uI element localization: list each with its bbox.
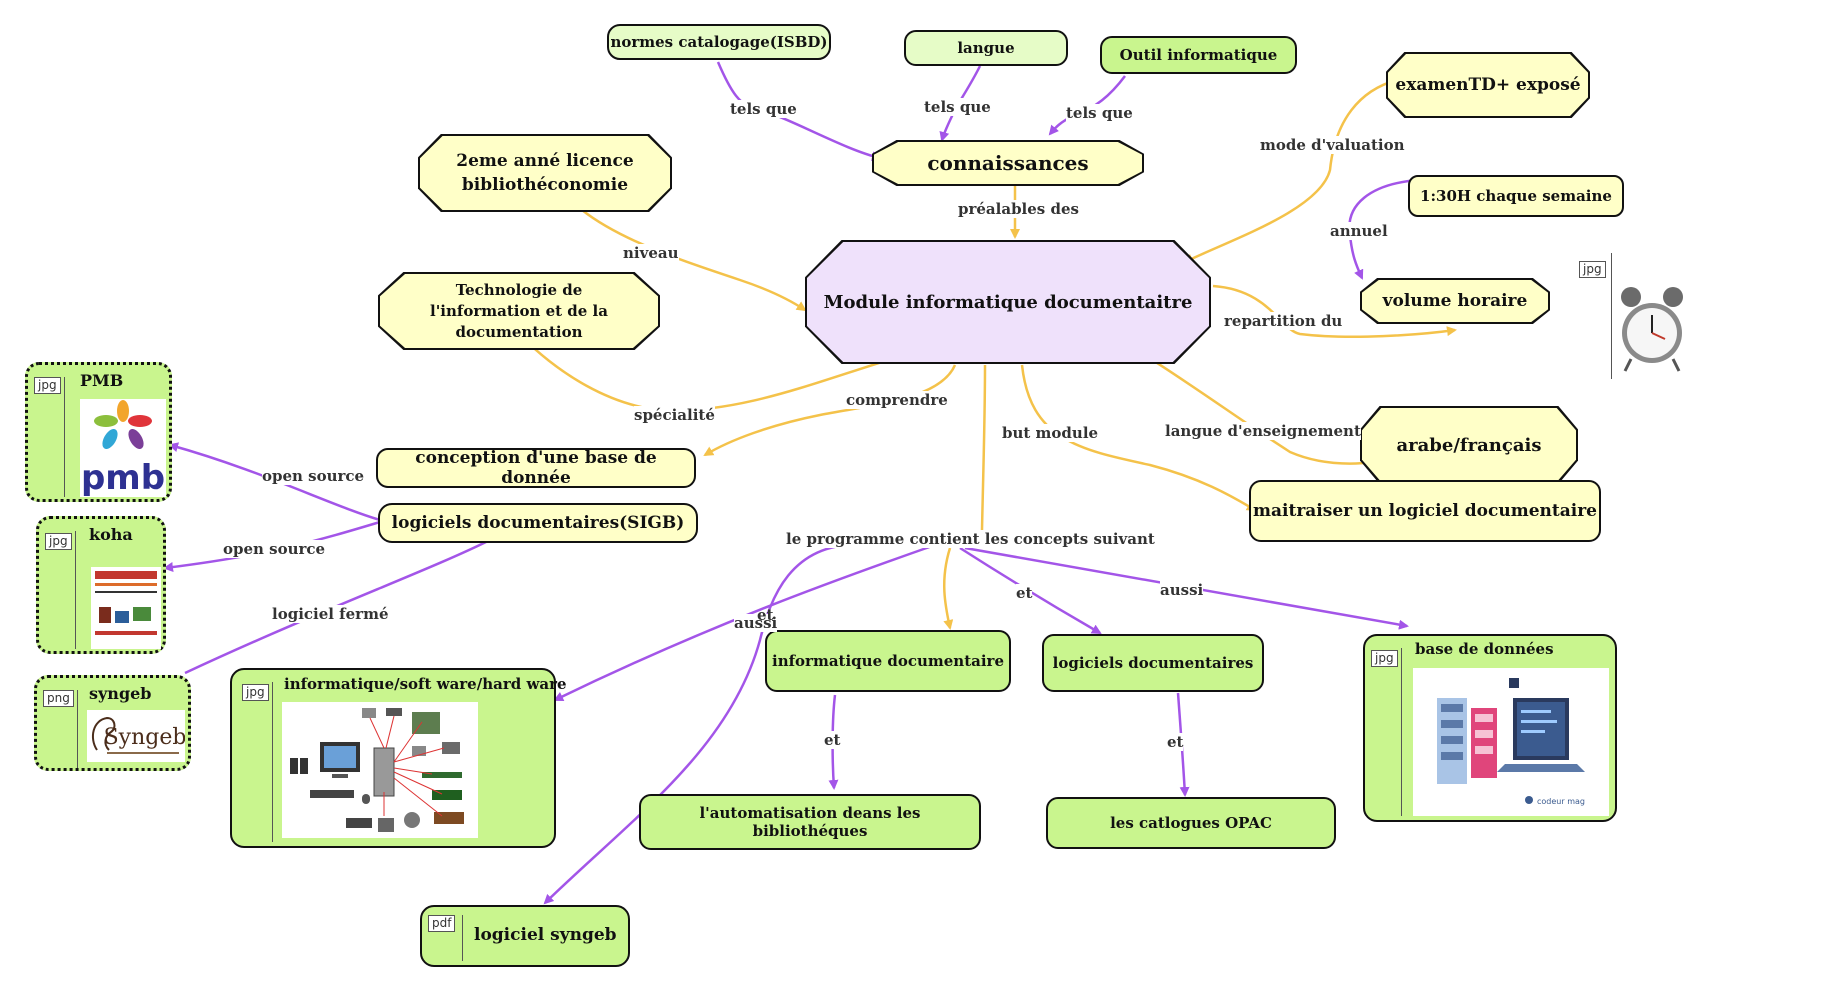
file-type-tag: jpg <box>1579 261 1606 278</box>
resource-title: syngeb <box>89 684 152 703</box>
node-center[interactable]: Module informatique documentaitre <box>805 240 1211 364</box>
node-outil[interactable]: Outil informatique <box>1100 36 1297 74</box>
divider <box>1611 253 1612 379</box>
label-tels-que-2: tels que <box>924 98 991 116</box>
database-illustration-image: codeur mag <box>1413 668 1609 816</box>
file-type-tag: png <box>43 690 74 707</box>
link-center-conception <box>703 364 957 457</box>
node-opac[interactable]: les catlogues OPAC <box>1046 797 1336 849</box>
label-aussi-1: aussi <box>734 614 778 632</box>
label-annuel: annuel <box>1330 222 1388 240</box>
file-type-tag: jpg <box>34 377 61 394</box>
node-arabe[interactable]: arabe/français <box>1360 406 1578 484</box>
svg-text:Syngeb: Syngeb <box>104 725 185 750</box>
label-niveau: niveau <box>623 244 679 262</box>
label-et-2: et <box>1016 584 1033 602</box>
node-examen[interactable]: examenTD+ exposé <box>1386 52 1590 118</box>
label-et-4: et <box>1167 733 1184 751</box>
label-tels-que-1: tels que <box>730 100 797 118</box>
file-type-tag: jpg <box>242 684 269 701</box>
link-programme-base <box>964 546 1409 630</box>
label-aussi-2: aussi <box>1160 581 1204 599</box>
koha-page-icon <box>95 571 157 635</box>
database-server-icon: codeur mag <box>1437 678 1585 806</box>
label-mode-evaluation: mode d'valuation <box>1260 136 1405 154</box>
computer-parts-icon <box>290 708 464 832</box>
node-connaissances[interactable]: connaissances <box>872 140 1144 186</box>
resource-base-donnees[interactable]: jpg base de données codeur mag <box>1363 634 1617 822</box>
resource-title: koha <box>89 525 133 544</box>
link-programme-syngeb <box>543 543 866 905</box>
label-tels-que-3: tels que <box>1066 104 1133 122</box>
resource-title: base de données <box>1415 640 1554 658</box>
resource-title: PMB <box>80 371 124 390</box>
hardware-diagram-image <box>282 702 478 838</box>
clock-image <box>1617 283 1687 375</box>
koha-screenshot-image <box>91 567 161 649</box>
resource-koha[interactable]: jpg koha <box>36 516 166 654</box>
link-center-arabe <box>1139 350 1377 468</box>
node-info-doc[interactable]: informatique documentaire <box>765 630 1011 692</box>
label-et-3: et <box>824 731 841 749</box>
svg-text:codeur mag: codeur mag <box>1537 797 1585 806</box>
file-type-tag: jpg <box>45 533 72 550</box>
label-open-source-2: open source <box>223 540 326 558</box>
label-specialite: spécialité <box>634 406 715 424</box>
resource-clock[interactable]: jpg <box>1575 253 1685 379</box>
label-open-source-1: open source <box>262 467 365 485</box>
link-programme-hardware <box>553 543 936 702</box>
link-center-maitraiser <box>1020 364 1257 512</box>
resource-syngeb[interactable]: png syngeb Syngeb <box>34 675 191 771</box>
label-comprendre: comprendre <box>846 391 948 409</box>
resource-title: logiciel syngeb <box>474 925 617 945</box>
label-but-module: but module <box>1002 424 1099 442</box>
node-annee[interactable]: 2eme anné licence bibliothéconomie <box>418 134 672 212</box>
link-center-programme <box>980 364 987 531</box>
link-sigb-syngeb <box>184 538 491 675</box>
node-volume[interactable]: volume horaire <box>1360 278 1550 324</box>
label-langue-ens: langue d'enseignement <box>1165 422 1361 440</box>
divider <box>77 690 78 768</box>
pmb-flower-icon: pmb <box>81 400 165 498</box>
syngeb-logo-image: Syngeb <box>87 710 186 762</box>
file-type-tag: pdf <box>428 915 456 932</box>
label-logiciel-ferme: logiciel fermé <box>272 605 389 623</box>
file-type-tag: jpg <box>1371 650 1398 667</box>
node-logiciels-sigb[interactable]: logiciels documentaires(SIGB) <box>378 503 698 543</box>
resource-pmb[interactable]: jpg PMB pmb <box>25 362 172 502</box>
node-langue[interactable]: langue <box>904 30 1068 66</box>
svg-text:pmb: pmb <box>81 458 165 497</box>
syngeb-squirrel-icon: Syngeb <box>91 716 186 754</box>
resource-logiciel-syngeb[interactable]: pdf logiciel syngeb <box>420 905 630 967</box>
node-maitraiser[interactable]: maitraiser un logiciel documentaire <box>1249 480 1601 542</box>
label-prealables: préalables des <box>958 200 1079 218</box>
node-conception[interactable]: conception d'une base de donnée <box>376 448 696 488</box>
node-normes[interactable]: normes catalogage(ISBD) <box>607 24 831 60</box>
divider <box>462 915 463 961</box>
label-repartition: repartition du <box>1224 312 1343 330</box>
link-center-volume <box>1212 284 1457 338</box>
link-examen-center <box>1183 78 1398 264</box>
divider <box>272 682 273 842</box>
node-automatisation[interactable]: l'automatisation deans les bibliothéques <box>639 794 981 850</box>
link-sigb-pmb <box>168 442 381 522</box>
node-techno[interactable]: Technologie de l'information et de la do… <box>378 272 660 350</box>
link-programme-infodoc <box>942 547 954 630</box>
label-et-1: et <box>757 606 774 624</box>
link-programme-logdoc <box>959 546 1102 635</box>
label-programme: le programme contient les concepts suiva… <box>786 530 1155 548</box>
node-log-doc[interactable]: logiciels documentaires <box>1042 634 1264 692</box>
resource-title: informatique/soft ware/hard ware <box>284 675 567 693</box>
divider <box>75 531 76 649</box>
resource-hardware[interactable]: jpg informatique/soft ware/hard ware <box>230 668 567 848</box>
node-horaire-hebdo[interactable]: 1:30H chaque semaine <box>1408 175 1624 217</box>
alarm-clock-icon <box>1621 287 1683 372</box>
divider <box>1401 648 1402 816</box>
divider <box>64 377 65 497</box>
link-annee-center <box>581 209 807 312</box>
pmb-logo-image: pmb <box>80 399 166 498</box>
